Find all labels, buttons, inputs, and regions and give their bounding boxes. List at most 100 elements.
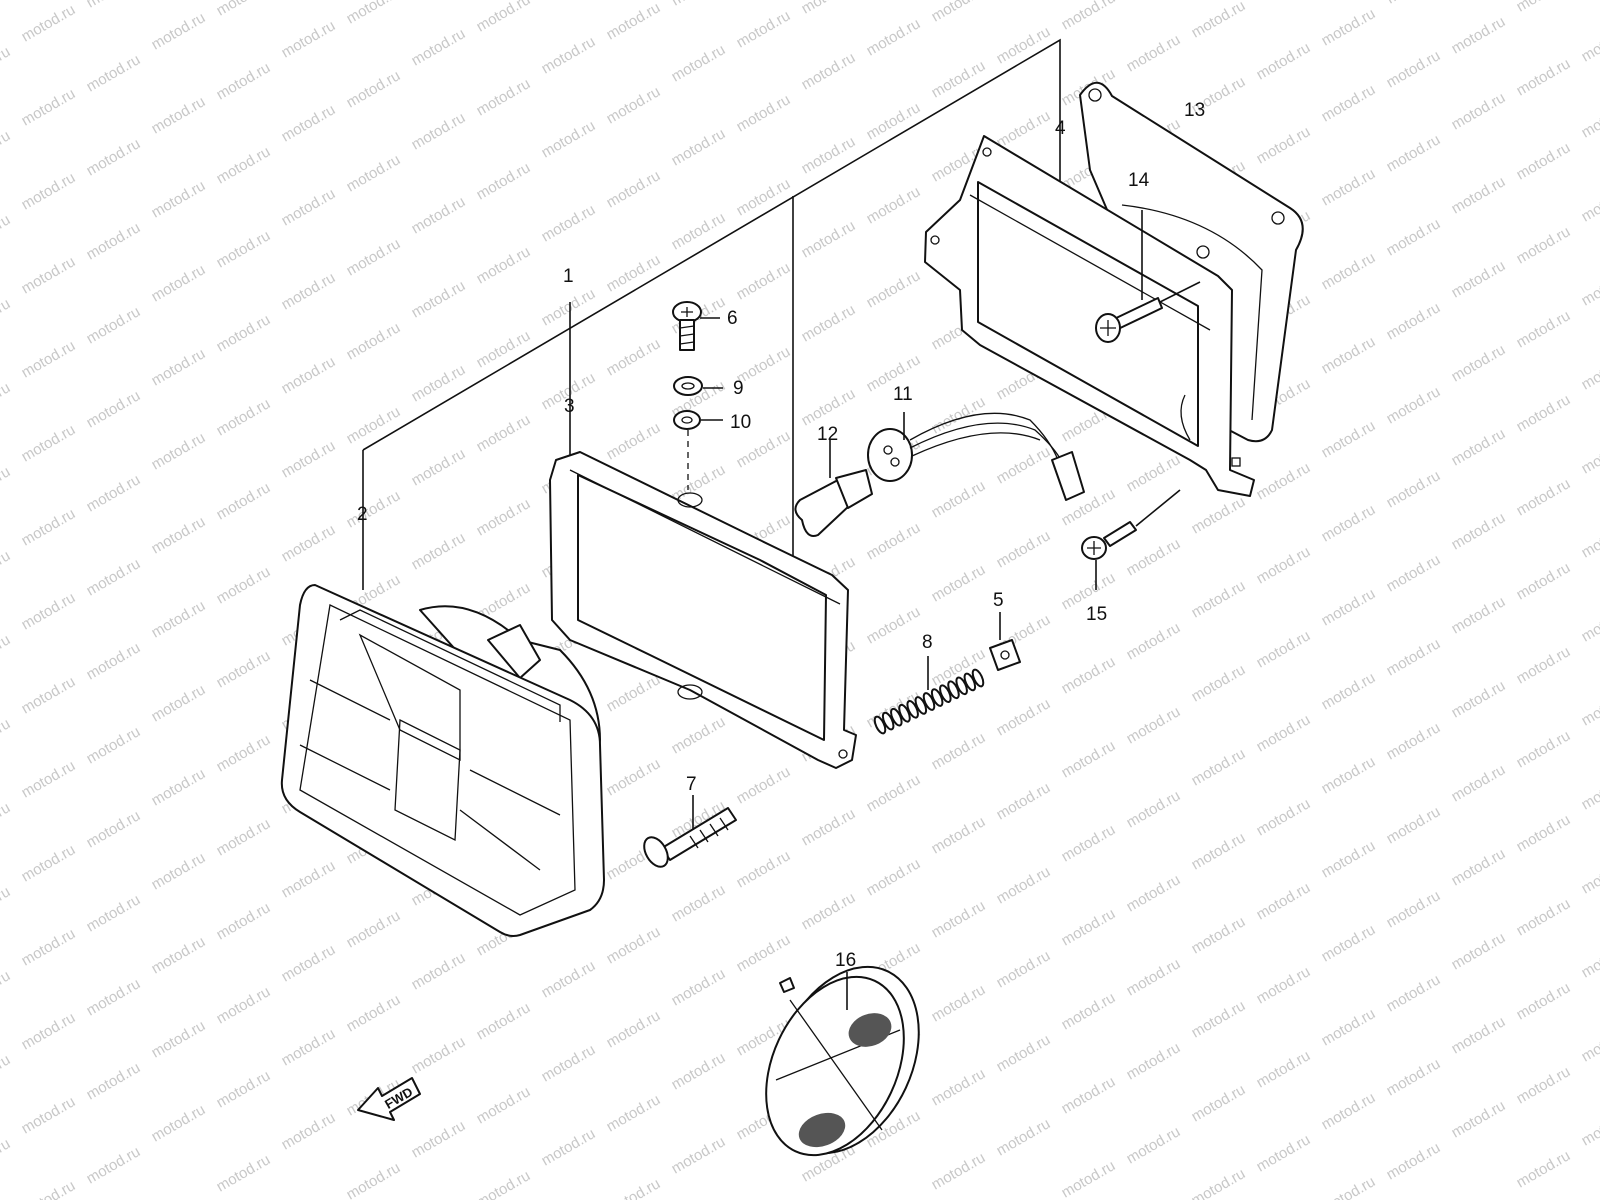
callout-14: 14	[1128, 170, 1150, 191]
watermark-text: motod.ru	[604, 755, 664, 799]
watermark-text: motod.ru	[1449, 761, 1509, 805]
callout-labels: 1 2 3 4 5 6 7 8 9 10 11 12 13 14 15 16	[357, 100, 1205, 971]
watermark-text: motod.ru	[0, 43, 13, 87]
watermark-text: motod.ru	[1514, 643, 1574, 687]
watermark-text: motod.ru	[994, 527, 1054, 571]
watermark-text: motod.ru	[344, 487, 404, 531]
reflector-16	[765, 965, 920, 1157]
watermark-text: motod.ru	[279, 17, 339, 61]
watermark-text: motod.ru	[1254, 795, 1314, 839]
watermark-text: motod.ru	[929, 477, 989, 521]
watermark-text: motod.ru	[149, 681, 209, 725]
watermark-text: motod.ru	[1514, 727, 1574, 771]
watermark-text: motod.ru	[84, 51, 144, 95]
watermark-text: motod.ru	[0, 799, 13, 843]
watermark-text: motod.ru	[1319, 249, 1379, 293]
watermark-text: motod.ru	[1514, 895, 1574, 939]
watermark-text: motod.ru	[669, 881, 729, 925]
watermark-text: motod.ru	[149, 93, 209, 137]
watermark-text: motod.ru	[1189, 829, 1249, 873]
watermark-text: motod.ru	[84, 387, 144, 431]
spring-coil	[906, 700, 919, 719]
watermark-text: motod.ru	[19, 1093, 79, 1137]
spring-coil	[873, 715, 887, 735]
watermark-text: motod.ru	[734, 175, 794, 219]
watermark-text: motod.ru	[929, 897, 989, 941]
watermark-text: motod.ru	[539, 285, 599, 329]
watermark-text: motod.ru	[1384, 719, 1444, 763]
watermark-text: motod.ru	[1514, 475, 1574, 519]
watermark-text: motod.ru	[149, 513, 209, 557]
watermark-text: motod.ru	[214, 647, 274, 691]
watermark-text: motod.ru	[1124, 1039, 1184, 1083]
watermark-text: motod.ru	[994, 779, 1054, 823]
headlight-case-4	[924, 135, 1255, 497]
watermark-text: motod.ru	[929, 393, 989, 437]
watermark-text: motod.ru	[279, 101, 339, 145]
watermark-text: motod.ru	[1514, 559, 1574, 603]
watermark-text: motod.ru	[1254, 1047, 1314, 1091]
watermark-text: motod.ru	[1124, 787, 1184, 831]
watermark-text: motod.ru	[19, 673, 79, 717]
watermark-text: motod.ru	[539, 1041, 599, 1085]
watermark-text: motod.ru	[1514, 223, 1574, 267]
watermark-text: motod.ru	[604, 251, 664, 295]
watermark-text: motod.ru	[1384, 803, 1444, 847]
watermark-text: motod.ru	[669, 965, 729, 1009]
watermark-text: motod.ru	[669, 1049, 729, 1093]
watermark-text: motod.ru	[1514, 391, 1574, 435]
watermark-text: motod.ru	[1384, 383, 1444, 427]
callout-9: 9	[733, 378, 744, 399]
watermark-text: motod.ru	[1124, 31, 1184, 75]
screw-6	[672, 301, 720, 351]
watermark-text: motod.ru	[1449, 425, 1509, 469]
watermark-text: motod.ru	[929, 57, 989, 101]
watermark-text: motod.ru	[409, 949, 469, 993]
watermark-text: motod.ru	[799, 0, 859, 17]
watermark-text: motod.ru	[1449, 257, 1509, 301]
watermark-text: motod.ru	[1449, 173, 1509, 217]
watermark-text: motod.ru	[1449, 1013, 1509, 1057]
watermark-text: motod.ru	[279, 185, 339, 229]
watermark-text: motod.ru	[604, 335, 664, 379]
watermark-text: motod.ru	[409, 1033, 469, 1077]
watermark-text: motod.ru	[1059, 737, 1119, 781]
watermark-text: motod.ru	[539, 957, 599, 1001]
watermark-text: motod.ru	[994, 695, 1054, 739]
watermark-text: motod.ru	[929, 981, 989, 1025]
watermark-text: motod.ru	[1254, 123, 1314, 167]
watermark-text: motod.ru	[474, 159, 534, 203]
watermark-text: motod.ru	[1319, 1089, 1379, 1133]
watermark-text: motod.ru	[669, 713, 729, 757]
watermark-text: motod.ru	[539, 0, 599, 1]
spring-coil	[930, 688, 944, 707]
watermark-text: motod.ru	[1254, 1131, 1314, 1175]
watermark-text: motod.ru	[474, 1083, 534, 1127]
watermark-text: motod.ru	[539, 1125, 599, 1169]
watermark-text: motod.ru	[19, 1, 79, 45]
watermark-text: motod.ru	[864, 519, 924, 563]
watermark-text: motod.ru	[799, 889, 859, 933]
watermark-text: motod.ru	[1254, 711, 1314, 755]
watermark-text: motod.ru	[929, 1065, 989, 1109]
watermark-text: motod.ru	[1579, 517, 1600, 561]
watermark-text: motod.ru	[19, 169, 79, 213]
watermark-text: motod.ru	[1189, 0, 1249, 41]
spring-coil	[898, 703, 911, 723]
watermark-text: motod.ru	[84, 975, 144, 1019]
watermark-text: motod.ru	[409, 109, 469, 153]
watermark-text: motod.ru	[474, 243, 534, 287]
watermark-text: motod.ru	[1124, 955, 1184, 999]
watermark-text: motod.ru	[1514, 1147, 1574, 1191]
watermark-text: motod.ru	[1319, 585, 1379, 629]
screw-15	[1081, 489, 1181, 590]
watermark-text: motod.ru	[799, 301, 859, 345]
watermark-text: motod.ru	[1579, 769, 1600, 813]
watermark-text: motod.ru	[1579, 937, 1600, 981]
watermark-text: motod.ru	[994, 1031, 1054, 1075]
watermark-text: motod.ru	[1124, 1123, 1184, 1167]
watermark-text: motod.ru	[279, 521, 339, 565]
watermark-text: motod.ru	[1124, 703, 1184, 747]
watermark-text: motod.ru	[474, 0, 534, 35]
